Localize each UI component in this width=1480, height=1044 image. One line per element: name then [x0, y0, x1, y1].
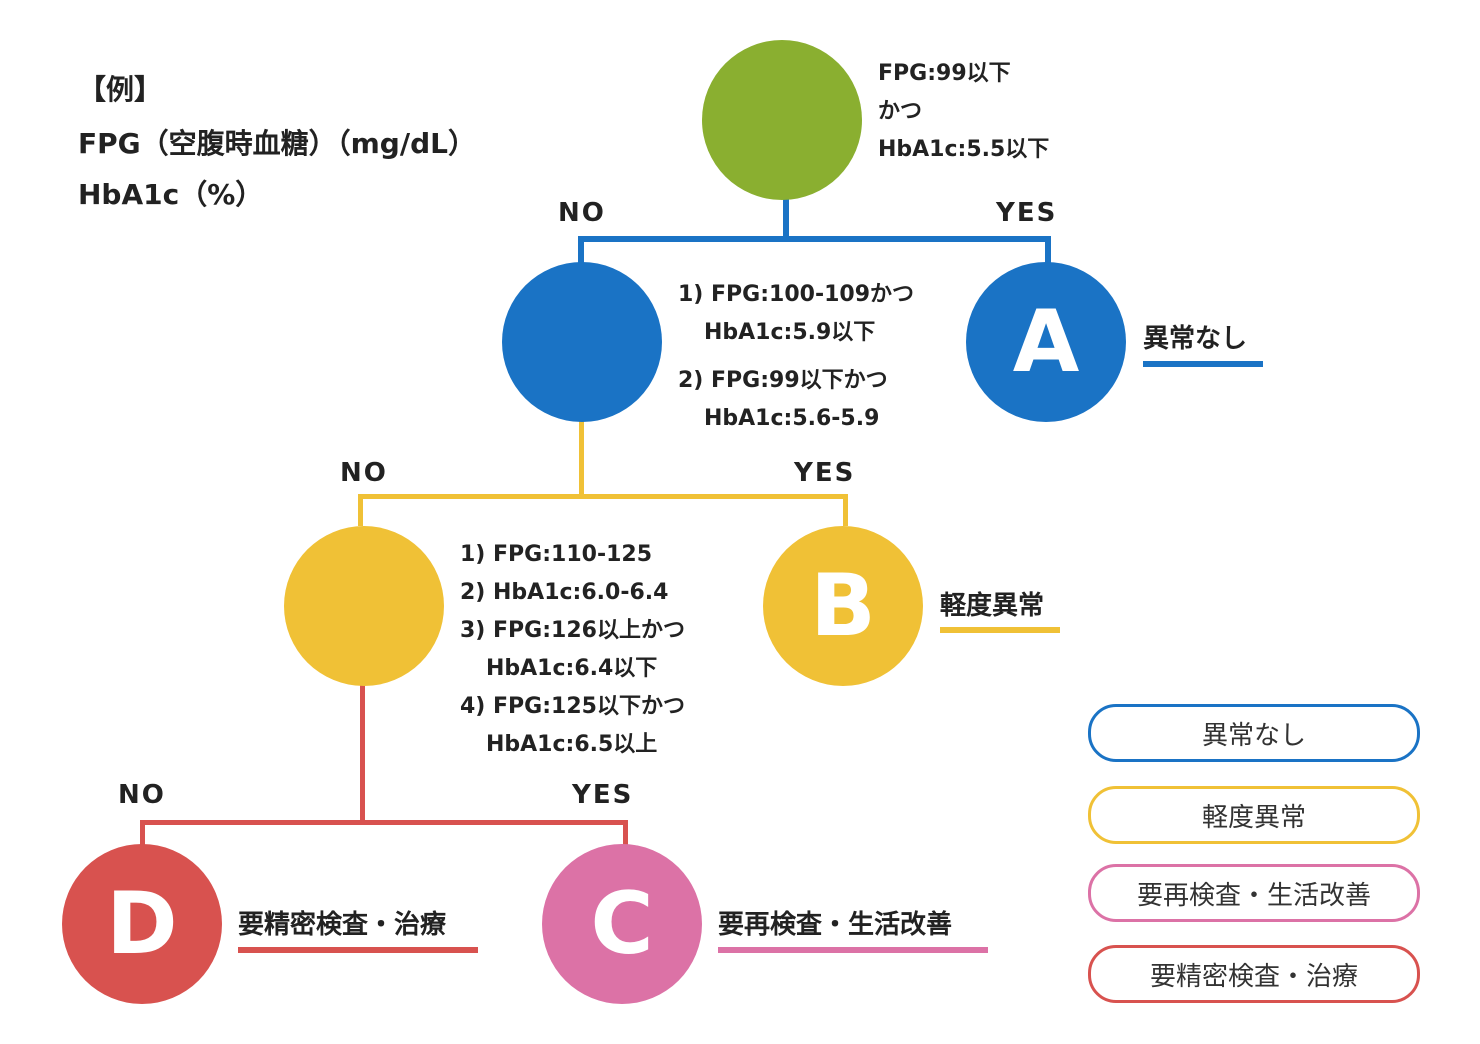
level3-condition-line: 3) FPG:126以上かつ [460, 618, 685, 643]
legend-item-treatment: 要精密検査・治療 [1088, 945, 1420, 1003]
connector-level3-branch [140, 820, 628, 825]
legend-item-recheck: 要再検査・生活改善 [1088, 864, 1420, 922]
start-no-label: NO [558, 198, 606, 228]
level3-yes-label: YES [572, 780, 634, 810]
connector-level2-yes-drop [843, 494, 848, 526]
result-c-label: 要再検査・生活改善 [718, 910, 953, 940]
result-d-underline [238, 947, 478, 953]
level2-decision-node [502, 262, 662, 422]
result-a-node: A [966, 262, 1126, 422]
result-b-node: B [763, 526, 923, 686]
connector-start-stem [783, 196, 789, 242]
level3-condition-line: HbA1c:6.5以上 [486, 732, 658, 757]
result-c-node: C [542, 844, 702, 1004]
connector-start-no-drop [578, 236, 584, 266]
result-a-label: 異常なし [1143, 324, 1248, 354]
result-a-underline [1143, 361, 1263, 367]
connector-level2-stem [579, 418, 584, 498]
level3-condition-line: 2) HbA1c:6.0-6.4 [460, 580, 669, 605]
level2-condition: 1) FPG:100-109かつ HbA1c:5.9以下 2) FPG:99以下… [678, 276, 914, 438]
connector-level3-stem [360, 682, 365, 824]
connector-start-yes-drop [1045, 236, 1051, 266]
level2-condition-line: 2) FPG:99以下かつ [678, 368, 888, 393]
start-condition-line: FPG:99以下 [878, 61, 1011, 86]
start-decision-node [702, 40, 862, 200]
hba1c-unit-label: HbA1c（%） [78, 178, 264, 211]
result-c-underline [718, 947, 988, 953]
connector-level3-yes-drop [623, 820, 628, 846]
level2-condition-line: HbA1c:5.9以下 [704, 320, 876, 345]
level2-no-label: NO [340, 458, 388, 488]
result-b-underline [940, 627, 1060, 633]
start-condition: FPG:99以下 かつ HbA1c:5.5以下 [878, 55, 1049, 169]
level3-condition-line: 4) FPG:125以下かつ [460, 694, 685, 719]
connector-level3-no-drop [140, 820, 145, 846]
start-yes-label: YES [996, 198, 1058, 228]
legend-item-mild: 軽度異常 [1088, 786, 1420, 844]
result-d-node: D [62, 844, 222, 1004]
level2-yes-label: YES [794, 458, 856, 488]
start-condition-line: かつ [878, 99, 923, 124]
level3-decision-node [284, 526, 444, 686]
level3-condition-line: 1) FPG:110-125 [460, 542, 653, 567]
level2-condition-line: HbA1c:5.6-5.9 [704, 406, 880, 431]
level3-condition: 1) FPG:110-125 2) HbA1c:6.0-6.4 3) FPG:1… [460, 536, 685, 764]
fpg-unit-label: FPG（空腹時血糖）（mg/dL） [78, 127, 476, 160]
example-heading: 【例】 [78, 73, 163, 106]
connector-level2-branch [358, 494, 848, 499]
connector-level2-no-drop [358, 494, 363, 526]
level2-condition-line: 1) FPG:100-109かつ [678, 282, 915, 307]
result-d-label: 要精密検査・治療 [238, 910, 447, 940]
legend-item-normal: 異常なし [1088, 704, 1420, 762]
result-b-label: 軽度異常 [940, 591, 1045, 621]
start-condition-line: HbA1c:5.5以下 [878, 137, 1050, 162]
level3-condition-line: HbA1c:6.4以下 [486, 656, 658, 681]
level3-no-label: NO [118, 780, 166, 810]
connector-start-branch [578, 236, 1051, 242]
